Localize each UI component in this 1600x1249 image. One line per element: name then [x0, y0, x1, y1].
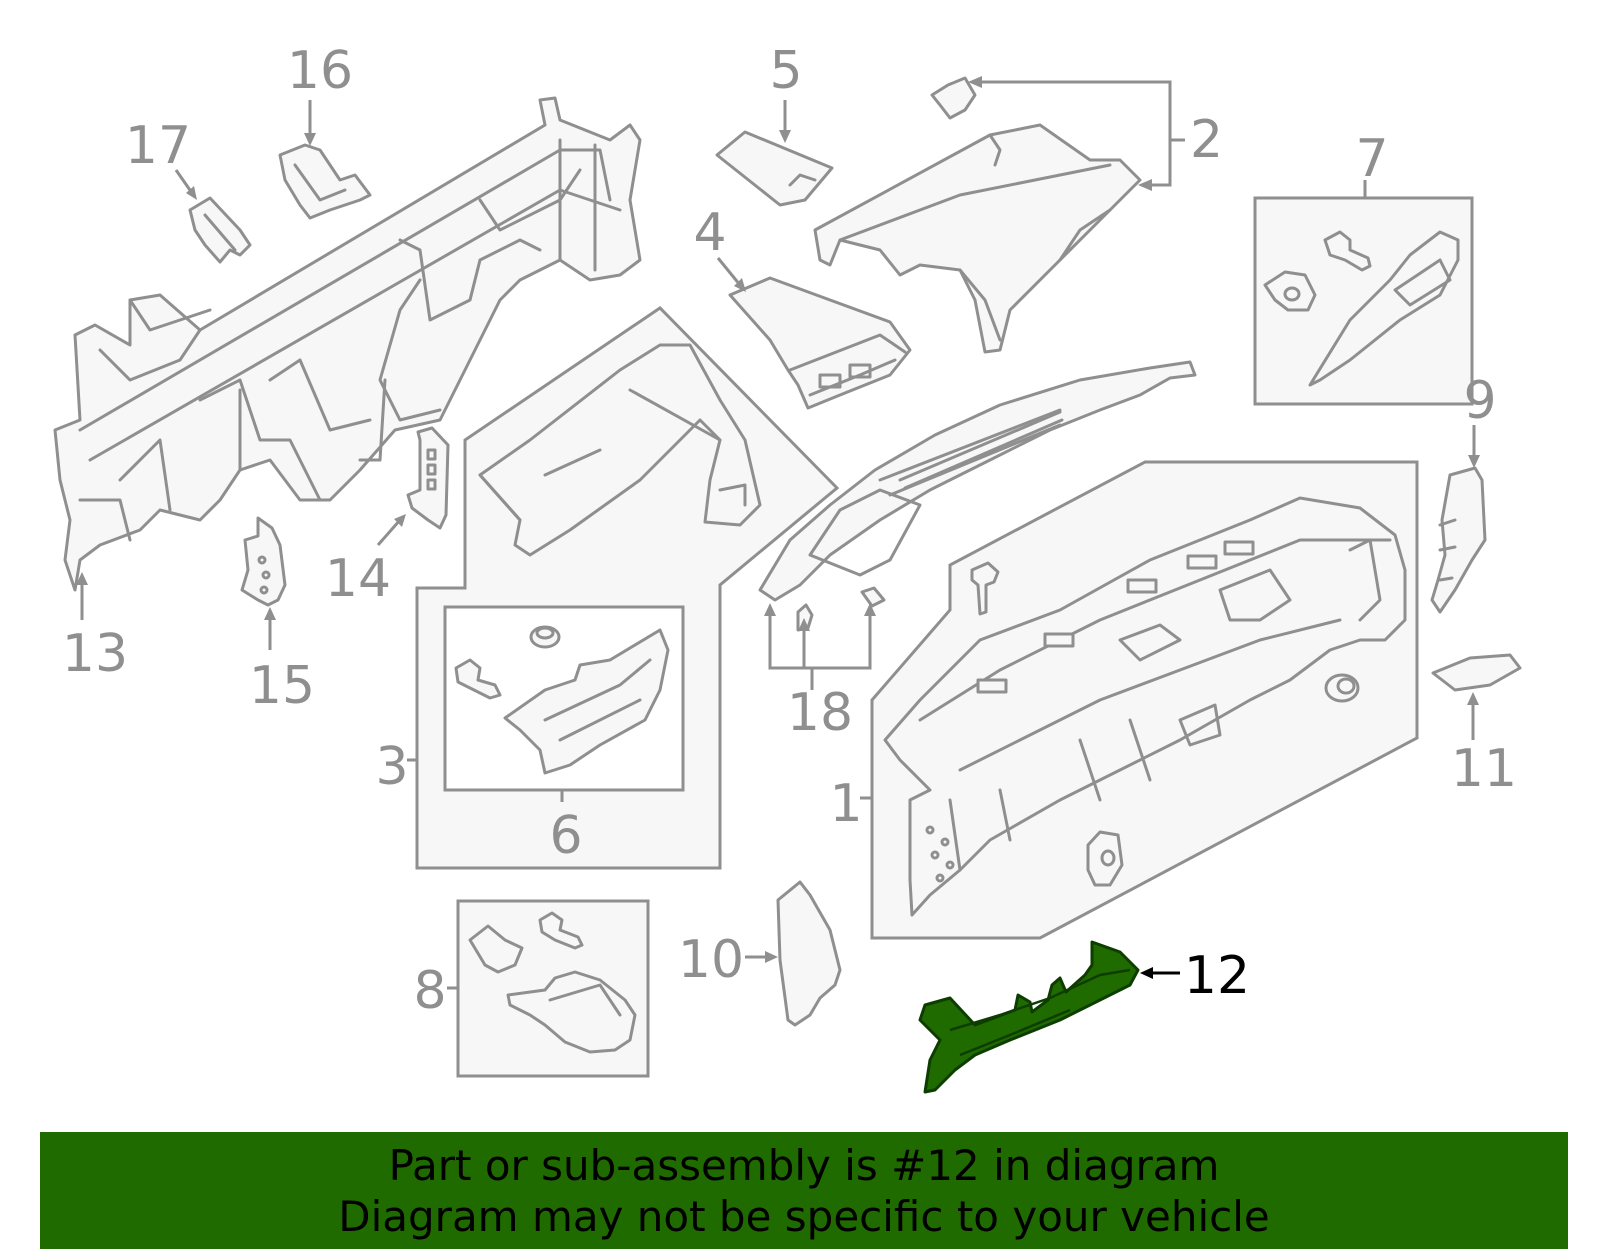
callout-13[interactable]: 13 [62, 624, 128, 684]
info-banner: Part or sub-assembly is #12 in diagram D… [40, 1132, 1568, 1249]
group-7[interactable] [1253, 196, 1474, 406]
part-15-bracket[interactable] [240, 516, 287, 607]
part-2-clip[interactable] [930, 76, 977, 120]
callout-11[interactable]: 11 [1451, 739, 1517, 799]
part-14-bracket[interactable] [406, 426, 450, 530]
callout-7[interactable]: 7 [1355, 129, 1388, 189]
callout-8[interactable]: 8 [413, 961, 446, 1021]
callout-labels: 5 2 16 17 7 4 9 14 13 15 18 3 11 1 6 10 … [62, 41, 1517, 1021]
callout-15[interactable]: 15 [249, 656, 315, 716]
callout-18[interactable]: 18 [787, 683, 853, 743]
callout-9[interactable]: 9 [1463, 371, 1496, 431]
callout-5[interactable]: 5 [769, 41, 802, 101]
callout-16[interactable]: 16 [287, 41, 353, 101]
part-17-bracket[interactable] [188, 196, 252, 264]
leaders [76, 76, 1480, 990]
callout-6[interactable]: 6 [549, 806, 582, 866]
callout-3[interactable]: 3 [375, 737, 408, 797]
part-12-highlighted[interactable] [918, 940, 1140, 1094]
part-8-bolt[interactable] [538, 911, 584, 950]
callout-10[interactable]: 10 [678, 930, 744, 990]
part-6-nut[interactable] [529, 625, 561, 649]
group-1[interactable] [870, 460, 1419, 940]
banner-line-disclaimer: Diagram may not be specific to your vehi… [338, 1191, 1270, 1241]
part-1-grommet[interactable] [1324, 673, 1360, 703]
callout-2[interactable]: 2 [1190, 110, 1223, 170]
part-4-duct[interactable] [728, 276, 912, 410]
part-9-panel[interactable] [1430, 466, 1487, 614]
callout-1[interactable]: 1 [829, 774, 862, 834]
part-18-panel[interactable] [758, 360, 1197, 602]
banner-line-part: Part or sub-assembly is #12 in diagram [388, 1140, 1220, 1190]
part-18-clip-b[interactable] [860, 586, 886, 608]
part-1-screw[interactable] [970, 561, 1000, 616]
part-13-crossmember[interactable] [53, 96, 642, 592]
part-6-bolt[interactable] [454, 658, 502, 700]
callout-4[interactable]: 4 [693, 203, 726, 263]
part-2-panel[interactable] [813, 123, 1142, 354]
part-16-bracket[interactable] [278, 143, 372, 220]
part-8-clip[interactable] [468, 924, 524, 974]
part-10-panel[interactable] [776, 880, 842, 1027]
part-11-cover[interactable] [1431, 653, 1522, 692]
callout-17[interactable]: 17 [125, 116, 191, 176]
part-7-clip[interactable] [1263, 270, 1317, 312]
part-5-cover[interactable] [715, 130, 834, 207]
callout-12[interactable]: 12 [1184, 946, 1250, 1006]
part-1-bracket[interactable] [1086, 830, 1124, 887]
callout-14[interactable]: 14 [325, 549, 391, 609]
part-7-bolt[interactable] [1323, 230, 1372, 272]
group-8[interactable] [456, 899, 650, 1078]
group-3[interactable] [415, 306, 840, 870]
